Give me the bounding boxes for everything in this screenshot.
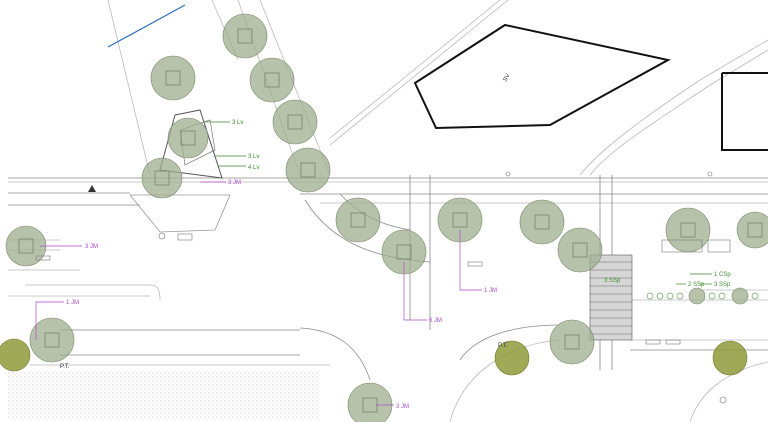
tree-icon <box>0 338 31 372</box>
label-4lv: 4 Lv <box>248 165 259 171</box>
tree-icon <box>549 319 595 365</box>
tree-icon <box>335 197 381 243</box>
tree-icon <box>222 13 268 59</box>
tree-icon <box>712 340 748 376</box>
north-arrow-icon <box>88 185 96 192</box>
label-3jm-left: 3 JM <box>85 244 98 250</box>
label-2ssp: 2 SSp <box>688 282 705 288</box>
label-1jm-left: 1 JM <box>66 300 79 306</box>
tree-icon <box>167 117 209 159</box>
label-3ssp: 3 SSp <box>714 282 731 288</box>
label-sv: SV <box>503 73 512 83</box>
tree-icon <box>285 147 331 193</box>
label-6jm: 6 JM <box>429 318 442 324</box>
building-icon <box>413 23 768 151</box>
tree-icon <box>736 211 768 249</box>
label-3jm-top: 3 JM <box>228 180 241 186</box>
label-3lv-b: 3 Lv <box>248 154 259 160</box>
plan-labels: 3 Lv 3 Lv 4 Lv 3 JM 3 JM 1 JM 1 JM 6 JM … <box>60 73 731 410</box>
tree-icon <box>494 340 530 376</box>
shrub-row <box>646 292 759 300</box>
upper-street-lines <box>107 0 768 176</box>
crosswalk <box>589 254 633 341</box>
label-pt-right: P.T. <box>498 343 508 349</box>
tree-icon <box>272 99 318 145</box>
tree-icon <box>347 382 393 422</box>
label-3lv: 3 Lv <box>232 120 243 126</box>
water-line <box>107 4 186 48</box>
label-1jm-mid: 1 JM <box>484 288 497 294</box>
leader-lines <box>35 121 712 406</box>
tree-icon <box>519 199 565 245</box>
tree-icon <box>150 55 196 101</box>
tree-icon <box>141 157 183 199</box>
trees <box>0 13 768 422</box>
tree-icon <box>665 207 711 253</box>
label-3ssp-small: 3 SSp <box>604 278 621 284</box>
plaza-paving <box>8 370 320 420</box>
label-1csp: 1 CSp <box>714 272 731 278</box>
label-pt-left: P.T. <box>60 364 70 370</box>
tree-icon <box>29 317 75 363</box>
tree-icon <box>249 57 295 103</box>
label-3jm-bottom: 3 JM <box>396 404 409 410</box>
tree-icon <box>557 227 603 273</box>
site-furniture <box>35 171 731 404</box>
